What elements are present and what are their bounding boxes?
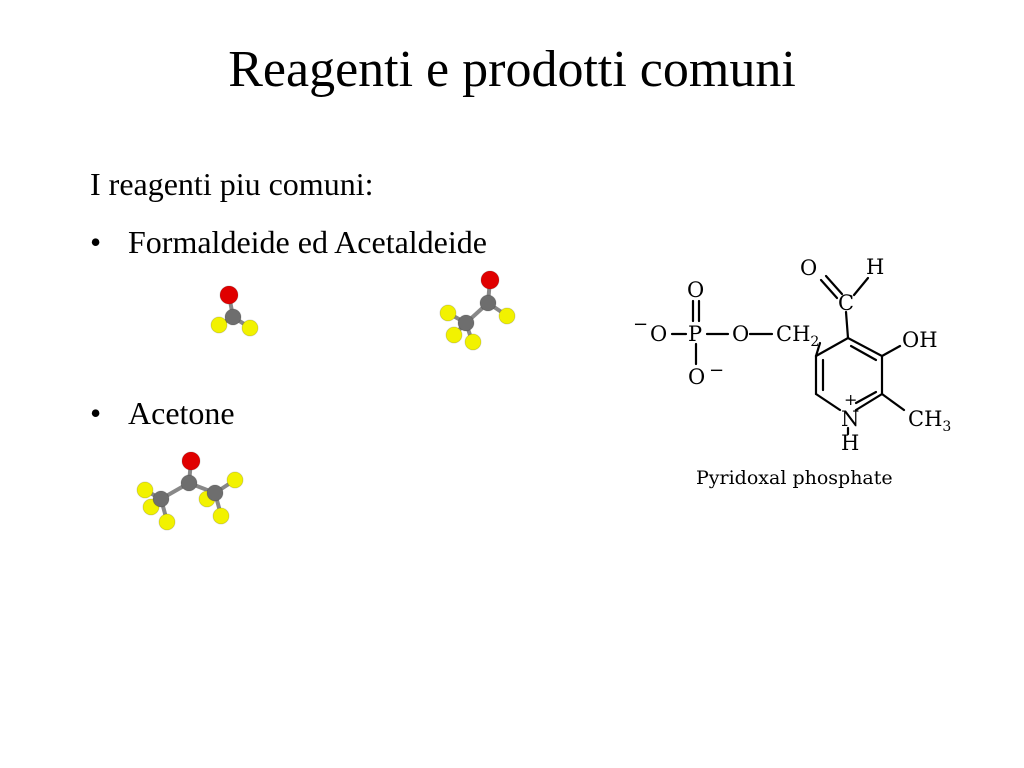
bullet-acetone: • Acetone xyxy=(90,393,235,433)
intro-text: I reagenti piu comuni: xyxy=(90,166,374,202)
formaldehyde-model xyxy=(210,285,259,337)
carbon-atom xyxy=(180,474,198,492)
structure-caption: Pyridoxal phosphate xyxy=(696,467,893,489)
bullet-text: Formaldeide ed Acetaldeide xyxy=(128,224,487,260)
oxygen-atom xyxy=(480,270,500,290)
bullet-symbol: • xyxy=(90,395,102,431)
pyridoxal-phosphate-structure: − O P O O − O CH2 C O H OH N + H CH3 Pyr… xyxy=(633,255,951,489)
oxygen-atom xyxy=(181,451,201,471)
phosphorus-label: P xyxy=(688,322,702,346)
minus-charge-bottom: − xyxy=(709,360,724,381)
hydrogen-atom xyxy=(445,326,463,344)
hydrogen-atom xyxy=(210,316,228,334)
slide-title: Reagenti e prodotti comuni xyxy=(228,41,796,98)
hydrogen-atom xyxy=(464,333,482,351)
carbon-atom xyxy=(206,484,224,502)
aldehyde-hydrogen-label: H xyxy=(866,255,884,279)
hydrogen-atom xyxy=(136,481,154,499)
hydrogen-atom xyxy=(212,507,230,525)
carbon-atom xyxy=(479,294,497,312)
hydrogen-atom xyxy=(241,319,259,337)
bullet-symbol: • xyxy=(90,224,102,260)
oxygen-label-left: O xyxy=(650,322,667,346)
minus-charge-left: − xyxy=(633,314,648,335)
acetone-model xyxy=(136,451,244,531)
hydrogen-atom xyxy=(439,304,457,322)
nitrogen-hydrogen-label: H xyxy=(841,431,859,455)
nitrogen-charge: + xyxy=(844,390,857,409)
ch3-label: CH3 xyxy=(908,407,951,435)
oxygen-label-top: O xyxy=(687,278,704,302)
oxygen-label-bottom: O xyxy=(688,365,705,389)
carbon-atom xyxy=(457,314,475,332)
hydrogen-atom xyxy=(158,513,176,531)
bullet-formaldehyde-acetaldehyde: • Formaldeide ed Acetaldeide xyxy=(90,222,487,262)
hydrogen-atom xyxy=(226,471,244,489)
aldehyde-carbon-label: C xyxy=(838,291,854,315)
carbon-atom xyxy=(224,308,242,326)
bullet-text: Acetone xyxy=(128,395,235,431)
nitrogen-label: N xyxy=(841,407,859,431)
oxygen-label-ester: O xyxy=(732,322,749,346)
carbon-atom xyxy=(152,490,170,508)
hydroxyl-label: OH xyxy=(902,328,938,352)
acetaldehyde-model xyxy=(439,270,516,351)
ch2-label: CH2 xyxy=(776,322,819,350)
hydrogen-atom xyxy=(498,307,516,325)
oxygen-atom xyxy=(219,285,239,305)
aldehyde-oxygen-label: O xyxy=(800,256,817,280)
